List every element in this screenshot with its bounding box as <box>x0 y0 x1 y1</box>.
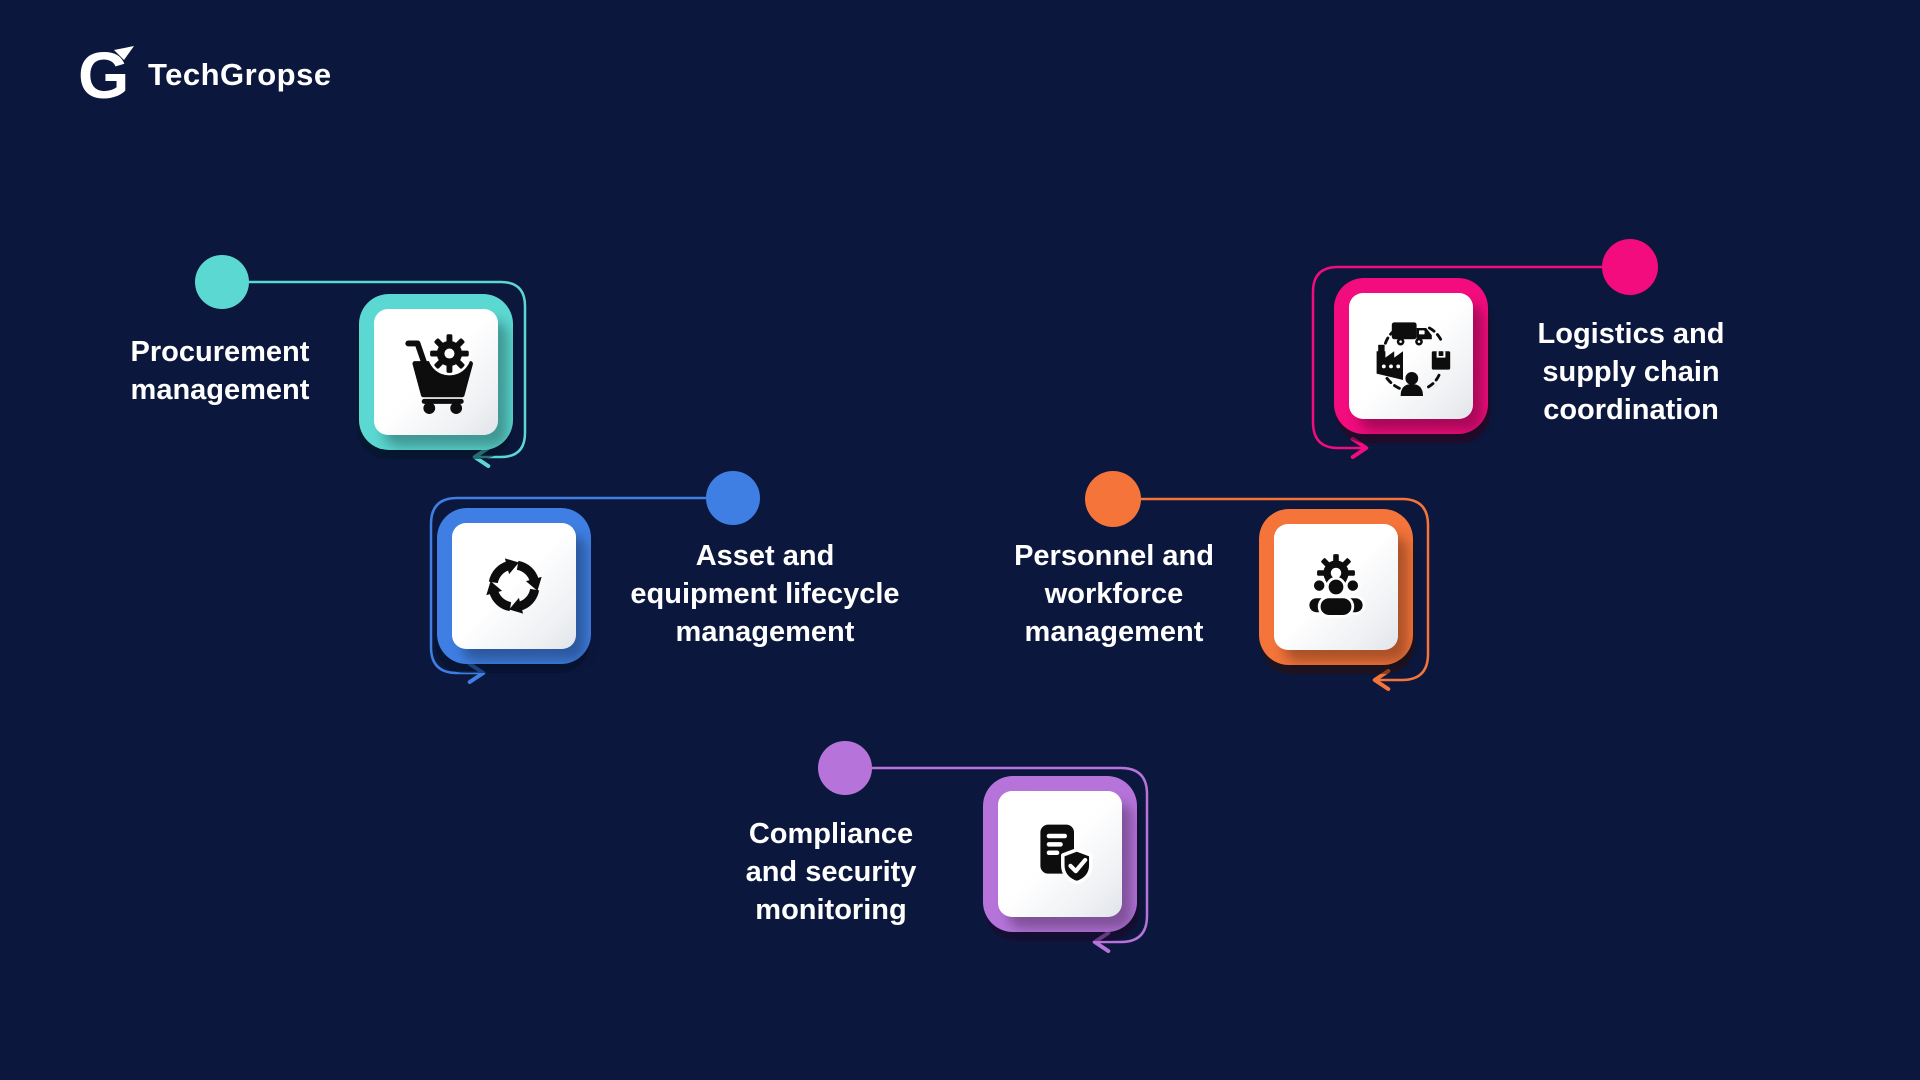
node-dot-purple <box>818 741 872 795</box>
techgropse-logo-icon: G <box>80 44 134 106</box>
card-personnel <box>1259 509 1413 665</box>
connector-procurement <box>195 255 527 469</box>
logo-flag-shape <box>114 46 134 60</box>
connector-personnel <box>1085 471 1430 692</box>
label-procurement: Procurement management <box>130 336 310 406</box>
label-asset-lifecycle: Asset and equipment lifecycle management <box>630 540 900 648</box>
node-dot-teal <box>195 255 249 309</box>
connector-logistics <box>1311 239 1658 460</box>
card-procurement <box>359 294 513 450</box>
team-gear-icon <box>1306 554 1366 618</box>
document-shield-icon <box>1040 824 1093 885</box>
supply-chain-icon <box>1376 322 1451 396</box>
connector-compliance <box>818 741 1149 954</box>
card-face-compliance <box>998 791 1122 917</box>
card-face-logistics <box>1349 293 1473 419</box>
card-face-personnel <box>1274 524 1398 650</box>
cart-gear-icon <box>405 331 473 414</box>
brand-name: TechGropse <box>148 57 332 92</box>
brand-logo: G TechGropse <box>80 44 332 106</box>
card-asset-lifecycle <box>437 508 591 664</box>
card-logistics <box>1334 278 1488 434</box>
node-dot-pink <box>1602 239 1658 295</box>
node-dot-blue <box>706 471 760 525</box>
label-personnel: Personnel and workforce management <box>1014 540 1214 648</box>
connector-asset-lifecycle <box>429 471 760 685</box>
label-logistics: Logistics and supply chain coordination <box>1537 318 1725 426</box>
card-compliance <box>983 776 1137 932</box>
card-face-procurement <box>374 309 498 435</box>
label-compliance: Compliance and security monitoring <box>745 818 917 926</box>
lifecycle-arrows-icon <box>472 544 556 628</box>
card-face-asset-lifecycle <box>452 523 576 649</box>
node-dot-orange <box>1085 471 1141 527</box>
